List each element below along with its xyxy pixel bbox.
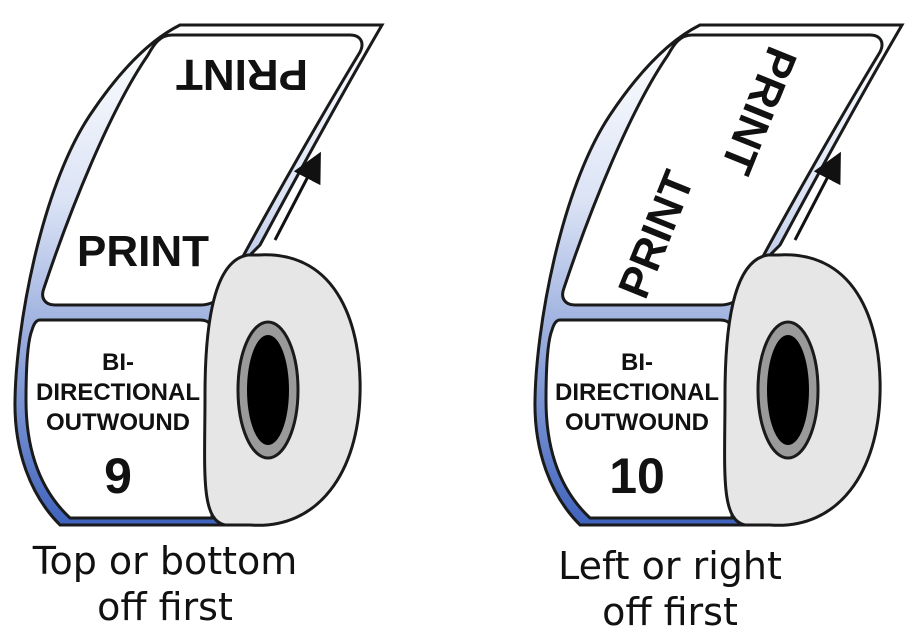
roll-10-core-hole	[767, 335, 809, 445]
roll-9-caption-line1: Top or bottom	[32, 539, 298, 583]
roll-9-core-hole	[247, 335, 289, 445]
roll-10-upper-label	[561, 33, 884, 307]
roll-10-label-line3: OUTWOUND	[565, 409, 709, 436]
roll-10-label-line2: DIRECTIONAL	[555, 379, 719, 406]
roll-9-label-line3: OUTWOUND	[46, 409, 190, 436]
roll-10: PRINT PRINT BI- DIRECTIONAL OUTWOUND 10	[533, 23, 905, 527]
roll-10-caption-line1: Left or right	[558, 544, 782, 588]
roll-9-label-line2: DIRECTIONAL	[36, 379, 200, 406]
roll-9: PRINT PRINT BI- DIRECTIONAL OUTWOUND 9	[13, 23, 385, 527]
roll-10-label-line1: BI-	[621, 349, 653, 376]
roll-9-label-line1: BI-	[102, 349, 134, 376]
roll-9-upper-label	[41, 33, 364, 307]
roll-9-number: 9	[104, 448, 132, 504]
roll-9-print-lower: PRINT	[77, 227, 209, 276]
roll-10-caption-line2: off first	[602, 590, 738, 634]
roll-9-print-upper: PRINT	[176, 50, 308, 99]
roll-10-caption: Left or right off first	[515, 543, 825, 635]
roll-10-number: 10	[609, 448, 665, 504]
roll-9-caption-line2: off first	[97, 585, 233, 629]
roll-9-caption: Top or bottom off first	[10, 538, 320, 630]
roll-10-feed-arrow	[793, 151, 841, 241]
roll-9-feed-arrow	[273, 151, 321, 241]
